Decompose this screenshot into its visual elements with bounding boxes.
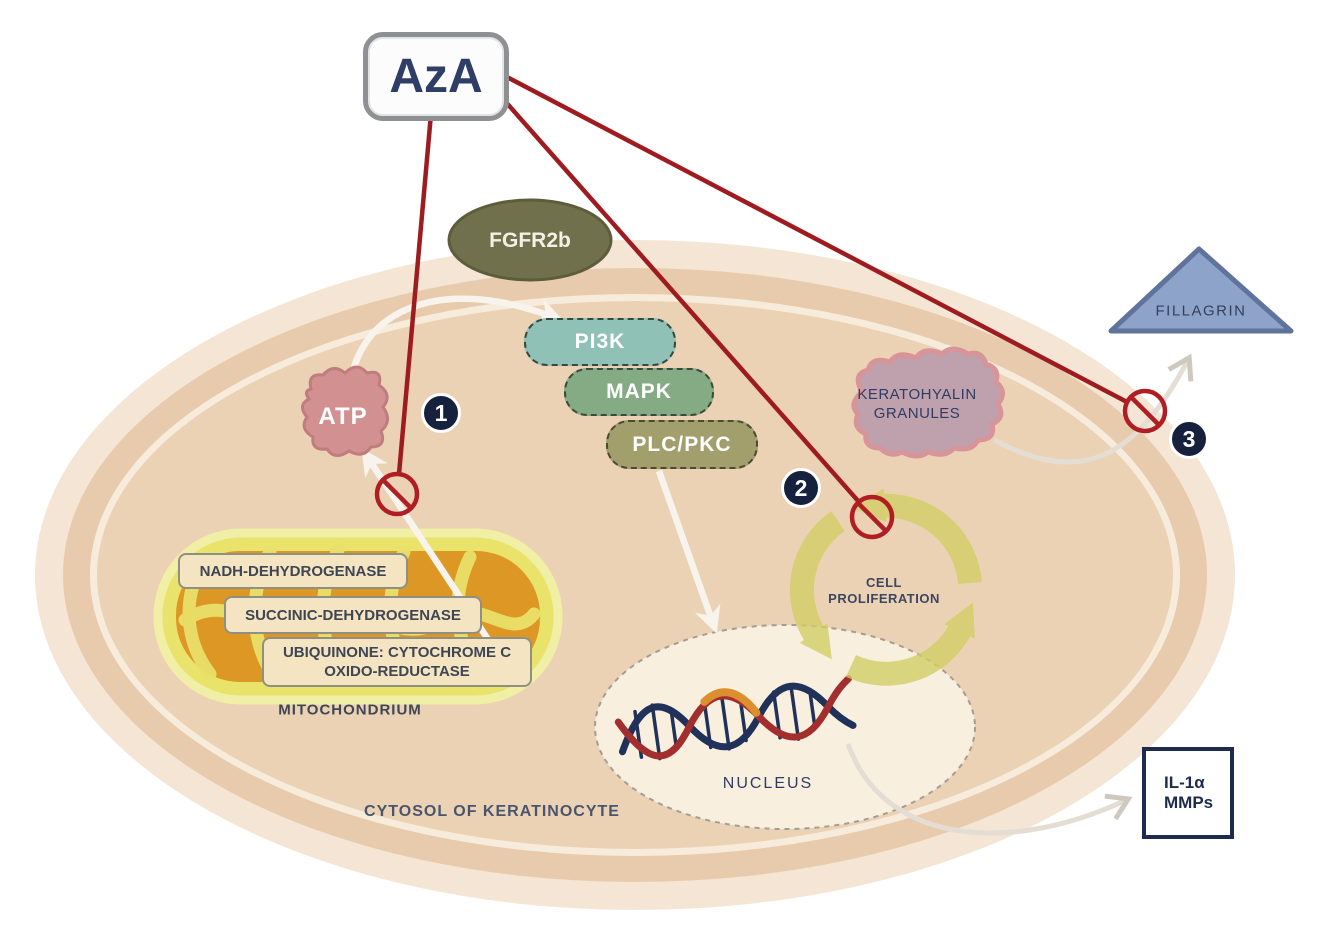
atp-shape xyxy=(301,365,389,457)
step-badge-3-number: 3 xyxy=(1182,425,1196,452)
cell-proliferation-label: CELL PROLIFERATION xyxy=(828,575,940,607)
step-badge-2-number: 2 xyxy=(794,474,808,501)
cell-proliferation-ring xyxy=(789,488,982,686)
no-entry-icon-3 xyxy=(1122,388,1168,434)
fillagrin-label: FILLAGRIN xyxy=(1155,302,1247,320)
mapk-node: MAPK xyxy=(564,368,714,416)
enzyme-succinic-label: SUCCINIC-DEHYDROGENASE xyxy=(245,606,461,624)
mapk-label: MAPK xyxy=(606,380,672,403)
fillagrin-triangle xyxy=(1108,246,1294,334)
nucleus-label: NUCLEUS xyxy=(722,775,814,792)
keratohyalin-shape xyxy=(851,346,1005,459)
keratohyalin-label-line1: KERATOHYALIN xyxy=(857,386,977,403)
inhibition-line-proliferation xyxy=(502,98,861,504)
keratohyalin-label-line2: GRANULES xyxy=(873,405,961,422)
pi3k-label: PI3K xyxy=(574,330,626,353)
no-entry-icon-2 xyxy=(849,494,895,540)
il1-mmps-box: IL-1α MMPs xyxy=(1142,747,1234,839)
arrow-plcpkc-to-nucleus xyxy=(655,469,721,634)
mitochondrium-label: MITOCHONDRIUM xyxy=(278,701,422,719)
arrow-nucleus-to-il1 xyxy=(845,743,1133,836)
inhibition-lines xyxy=(396,74,1129,504)
pi3k-node: PI3K xyxy=(524,318,676,366)
enzyme-box-nadh: NADH-DEHYDROGENASE xyxy=(178,553,408,589)
il1-label: IL-1α xyxy=(1164,773,1205,792)
step-badge-1-number: 1 xyxy=(434,399,448,426)
step-badge-3: 3 xyxy=(1169,419,1209,459)
inhibition-line-fillagrin xyxy=(503,74,1129,404)
plc-pkc-label: PLC/PKC xyxy=(632,432,732,456)
keratohyalin-label: KERATOHYALIN GRANULES xyxy=(857,385,976,423)
enzyme-box-ubiquinone: UBIQUINONE: CYTOCHROME C OXIDO-REDUCTASE xyxy=(262,637,532,687)
cell-proliferation-line1: CELL xyxy=(866,575,902,590)
arrow-keratohyalin-to-fillagrin xyxy=(992,353,1194,465)
aza-node: AzA xyxy=(363,32,509,121)
enzyme-nadh-label: NADH-DEHYDROGENASE xyxy=(199,562,387,580)
prohibition-icons xyxy=(374,388,1168,540)
plc-pkc-node: PLC/PKC xyxy=(606,420,758,469)
fgfr2b-label: FGFR2b xyxy=(489,229,571,252)
cell-proliferation-line2: PROLIFERATION xyxy=(828,591,940,606)
secretion-arrows xyxy=(845,353,1194,836)
enzyme-ubiquinone-label-line1: UBIQUINONE: CYTOCHROME C xyxy=(282,644,512,661)
enzyme-ubiquinone-label-line2: OXIDO-REDUCTASE xyxy=(324,663,470,680)
cytosol-label: CYTOSOL OF KERATINOCYTE xyxy=(364,803,620,820)
no-entry-icon-1 xyxy=(374,471,420,517)
aza-label: AzA xyxy=(389,50,483,103)
mmps-label: MMPs xyxy=(1164,793,1214,812)
fgfr2b-shape xyxy=(447,198,613,282)
enzyme-box-succinic: SUCCINIC-DEHYDROGENASE xyxy=(224,596,482,634)
dna-icon xyxy=(614,675,857,761)
atp-label: ATP xyxy=(318,403,368,430)
step-badge-1: 1 xyxy=(421,393,461,433)
inhibition-line-atp xyxy=(396,113,434,475)
step-badge-2: 2 xyxy=(781,468,821,508)
arrow-mitochondrium-to-atp xyxy=(361,448,508,667)
